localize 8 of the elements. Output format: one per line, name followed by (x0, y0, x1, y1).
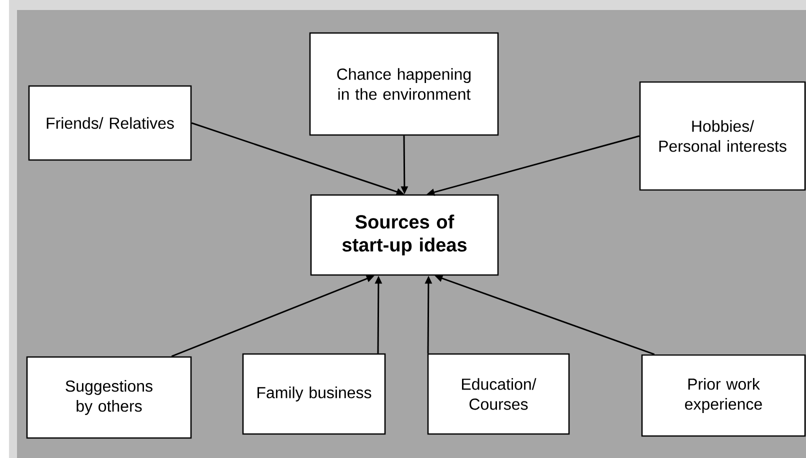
source-box: Family business (242, 353, 386, 435)
source-box: Hobbies/ Personal interests (639, 81, 806, 191)
topic-box: Sources of start-up ideas (310, 194, 499, 276)
source-box: Chance happening in the environment (309, 32, 499, 136)
source-box: Suggestions by others (26, 356, 192, 439)
source-box: Education/ Courses (427, 353, 570, 435)
source-box: Friends/ Relatives (28, 85, 192, 161)
source-box: Prior work experience (641, 354, 806, 437)
